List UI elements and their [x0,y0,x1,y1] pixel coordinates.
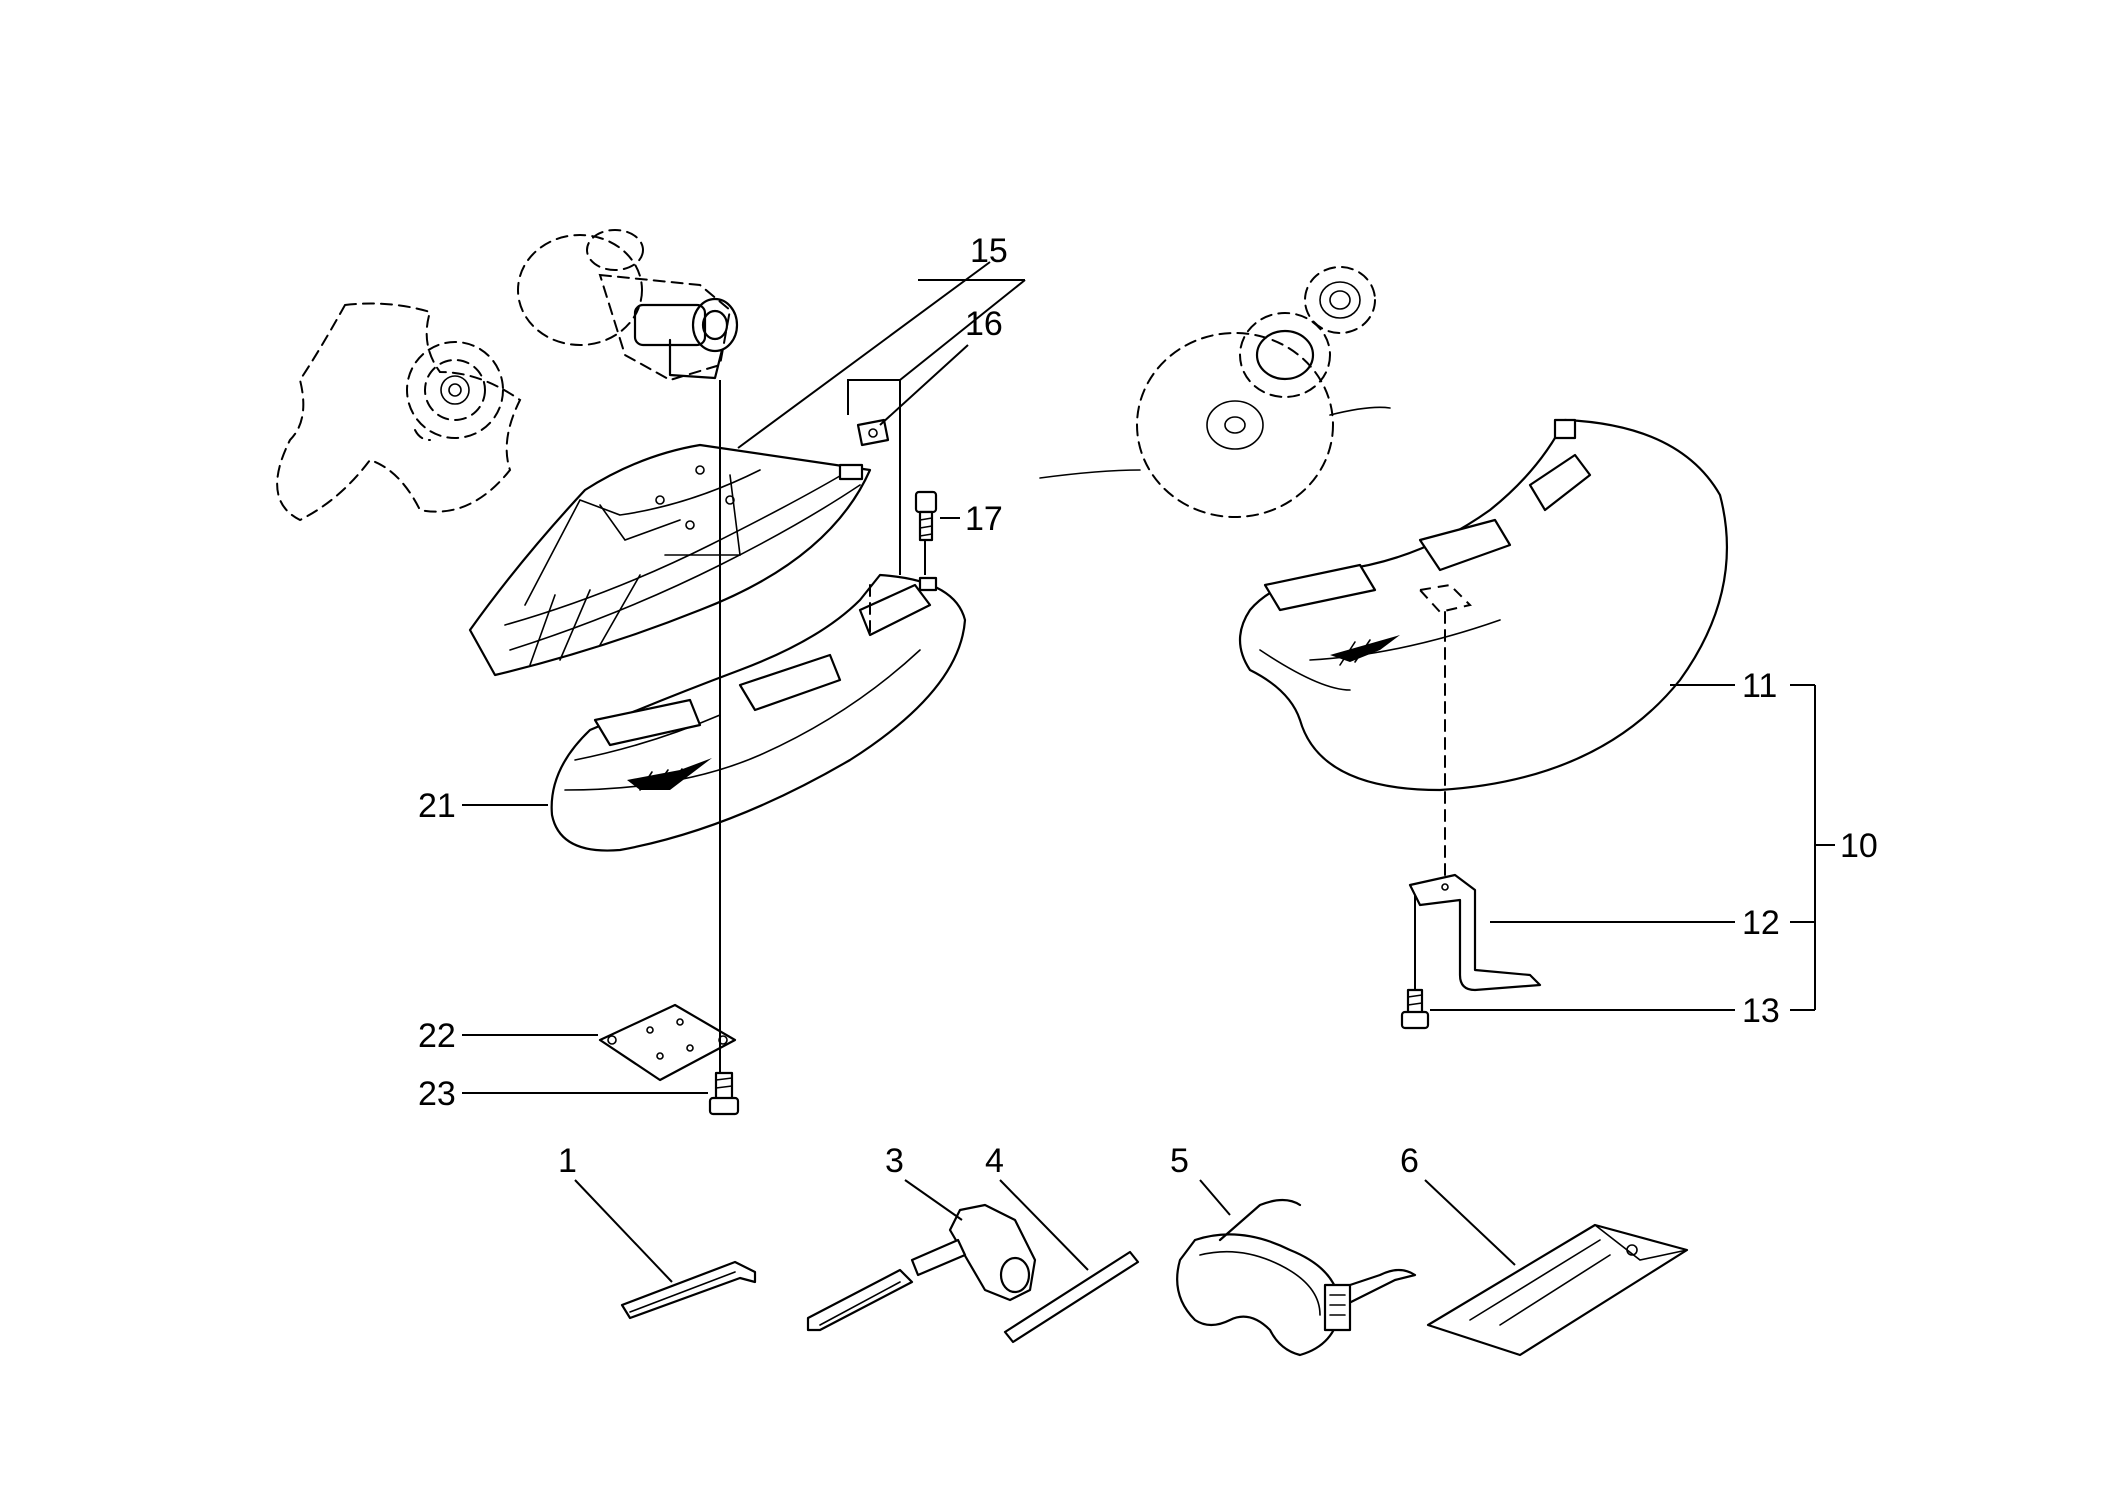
plug-wrench-icon [806,1203,1037,1332]
callout-21: 21 [418,787,456,825]
guard-shield [550,573,967,852]
bracket [1408,873,1542,992]
bolt-17-icon [914,490,938,542]
callout-6: 6 [1400,1142,1419,1180]
phantom-gearbox [517,229,739,382]
callout-15: 15 [970,232,1008,270]
nut-icon [856,418,890,447]
guard-plate [468,443,872,677]
leader-lines [462,261,1835,1283]
callout-10: 10 [1840,827,1878,865]
callout-12: 12 [1742,904,1780,942]
callout-23: 23 [418,1075,456,1113]
callout-3: 3 [885,1142,904,1180]
bolt-23-icon [708,1071,740,1116]
callout-4: 4 [985,1142,1004,1180]
bolt-13-icon [1400,988,1430,1030]
callout-11: 11 [1742,667,1777,705]
callout-13: 13 [1742,992,1780,1030]
callout-16: 16 [965,305,1003,343]
callout-5: 5 [1170,1142,1189,1180]
callout-17: 17 [965,500,1003,538]
phantom-blade-right [1039,266,1391,518]
rod-icon [1003,1250,1140,1344]
blade-plate [598,1003,737,1082]
hex-key-icon [620,1260,757,1320]
callouts: 15 16 17 21 22 23 11 10 12 13 1 3 4 5 6 [418,232,1878,1180]
callout-1: 1 [558,1142,577,1180]
phantom-blade-left [276,302,522,522]
goggles-icon [1176,1198,1417,1357]
pouch-icon [1426,1223,1689,1357]
callout-22: 22 [418,1017,456,1055]
large-guard [1239,418,1729,881]
